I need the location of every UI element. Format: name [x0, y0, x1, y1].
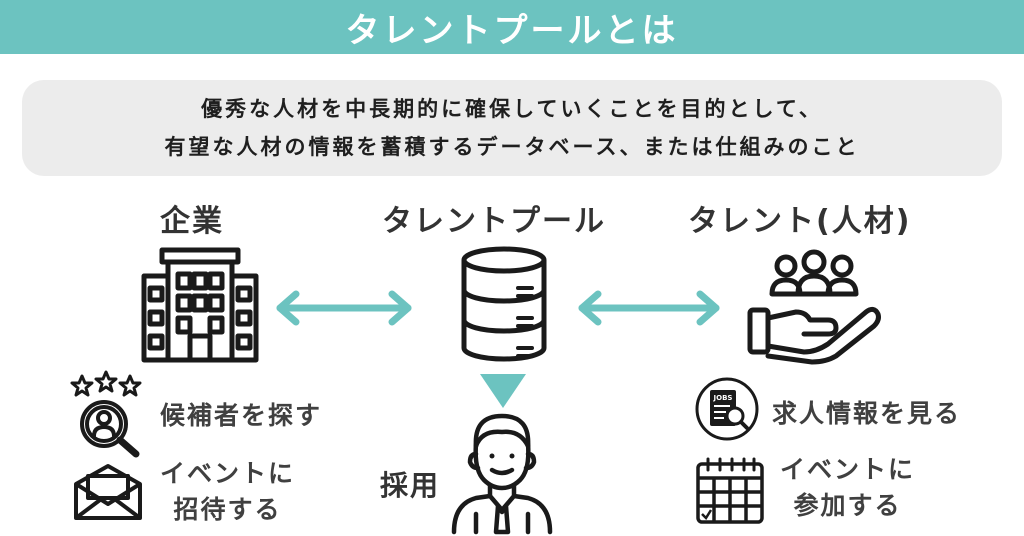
join-event-line-1: イベントに: [780, 455, 916, 484]
calendar-icon: [696, 457, 764, 524]
database-icon: [461, 246, 547, 362]
view-job-info-label: 求人情報を見る: [772, 399, 962, 428]
definition-box: 優秀な人材を中長期的に確保していくことを目的として、 有望な人材の情報を蓄積する…: [22, 80, 1002, 176]
header-banner: タレントプールとは: [0, 0, 1024, 54]
invite-event-line-1: イベントに: [160, 459, 296, 488]
jobs-document-search-icon: JOBS: [695, 377, 759, 441]
jobs-badge-text: JOBS: [713, 394, 733, 402]
page-title: タレントプールとは: [345, 10, 679, 51]
join-event-line-2: 参加する: [793, 491, 902, 520]
businessman-icon: [451, 413, 553, 535]
definition-line-2: 有望な人材の情報を蓄積するデータベース、または仕組みのこと: [164, 135, 860, 159]
recruit-label: 採用: [380, 469, 441, 502]
definition-line-1: 優秀な人材を中長期的に確保していくことを目的として、: [201, 97, 823, 121]
join-event-label: イベントに 参加する: [780, 452, 915, 524]
talent-hand-people-icon: [747, 249, 881, 365]
invite-event-label: イベントに 招待する: [160, 456, 295, 528]
envelope-invite-icon: [74, 464, 142, 520]
double-arrow-pool-talent: [578, 290, 720, 326]
double-arrow-company-pool: [276, 290, 412, 326]
invite-event-line-2: 招待する: [173, 495, 282, 524]
talent-heading: タレント(人材): [688, 204, 912, 239]
down-triangle-icon: [480, 374, 526, 408]
talent-pool-heading: タレントプール: [382, 204, 606, 239]
company-heading: 企業: [160, 204, 224, 239]
office-building-icon: [141, 247, 259, 363]
candidate-search-stars-icon: [70, 370, 142, 458]
search-candidates-label: 候補者を探す: [160, 401, 323, 430]
